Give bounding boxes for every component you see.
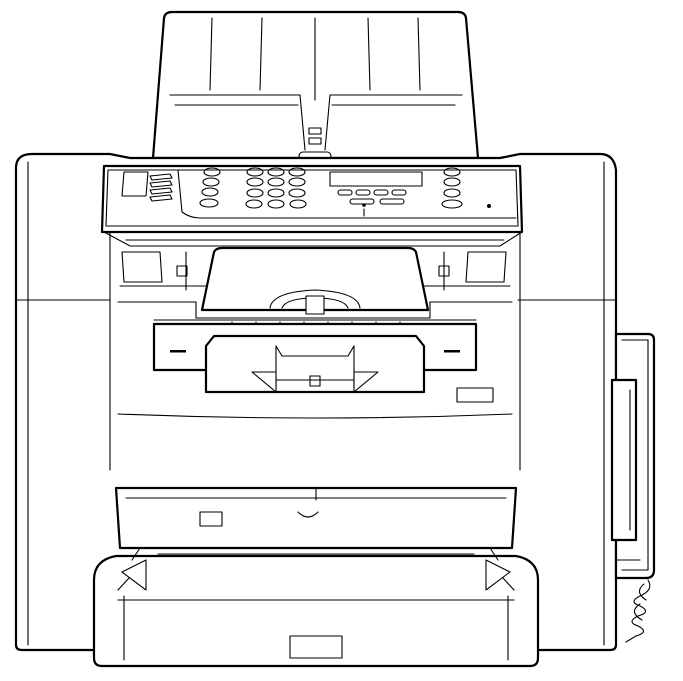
lcd-display-icon: [329, 171, 423, 187]
speed-dial-display-icon: [121, 171, 149, 197]
document-output-area: [103, 231, 523, 291]
input-tray-icon: [92, 486, 540, 668]
fax-handset-icon: [610, 332, 656, 643]
keypad-icon: [199, 167, 307, 209]
control-panel-icon: [100, 164, 524, 234]
document-feeder-tray-icon: [151, 10, 480, 161]
output-bin-icon: [117, 246, 513, 394]
